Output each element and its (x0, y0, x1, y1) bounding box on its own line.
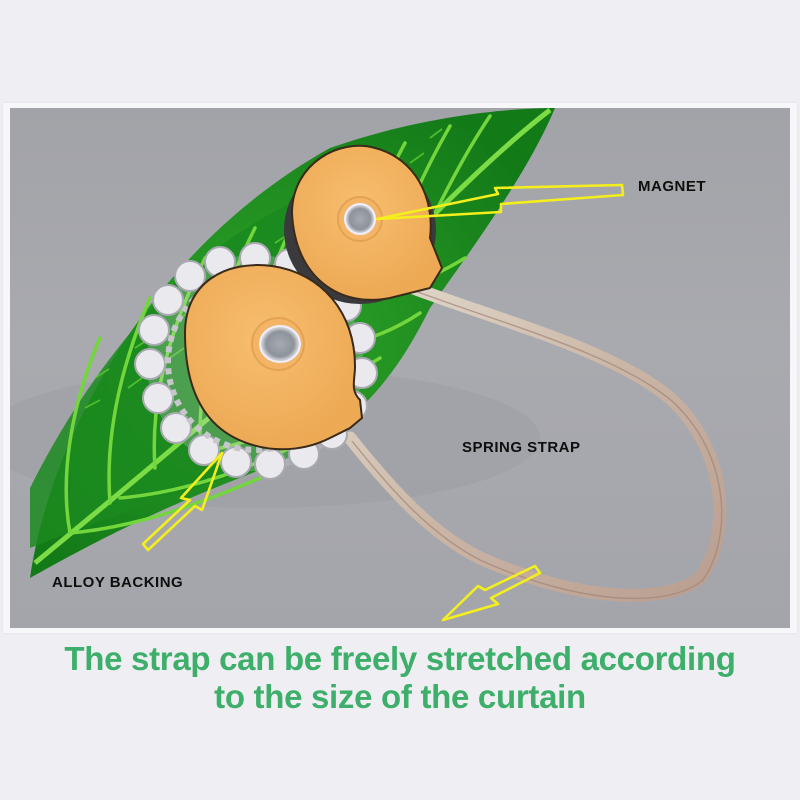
magnet-front (183, 264, 364, 451)
magnet-arrow (375, 183, 625, 221)
magnet-label: MAGNET (638, 178, 706, 195)
alloy-backing-arrow (141, 451, 224, 552)
caption-line-2: to the size of the curtain (214, 678, 586, 715)
product-illustration (10, 108, 727, 622)
caption: The strap can be freely stretched accord… (0, 640, 800, 716)
spring-strap-arrow (441, 564, 542, 622)
spring-strap-label: SPRING STRAP (462, 439, 581, 456)
product-photo: MAGNET SPRING STRAP ALLOY BACKING (10, 108, 790, 628)
caption-line-1: The strap can be freely stretched accord… (64, 640, 736, 677)
alloy-backing-label: ALLOY BACKING (52, 574, 184, 591)
magnet-top (284, 144, 444, 304)
spring-strap (343, 276, 727, 602)
